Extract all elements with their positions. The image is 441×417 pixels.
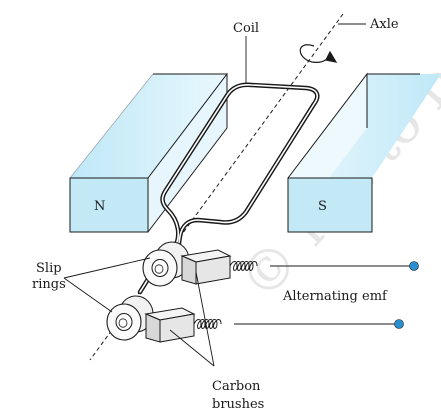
- lower-spring: [193, 319, 222, 329]
- carbon-label-line2: brushes: [212, 397, 264, 412]
- axle-label: Axle: [369, 17, 399, 32]
- upper-carbon-brush: [180, 249, 232, 285]
- upper-spring: [229, 261, 258, 271]
- north-magnet: N: [69, 72, 228, 233]
- rotation-arrow: [299, 44, 338, 63]
- alternating-emf-label: Alternating emf: [282, 289, 388, 304]
- upper-slip-ring: [142, 241, 190, 287]
- south-magnet: S: [287, 72, 441, 233]
- coil-label: Coil: [233, 21, 259, 36]
- lower-carbon-brush: [144, 307, 196, 343]
- leader-lines: [63, 23, 366, 367]
- south-pole-label: S: [318, 199, 327, 214]
- slip-label-line2: rings: [32, 277, 66, 292]
- north-pole-label: N: [94, 199, 105, 214]
- lower-slip-ring: [106, 295, 154, 341]
- lower-terminal: [394, 319, 404, 329]
- slip-label-line1: Slip: [36, 261, 62, 276]
- upper-terminal: [409, 261, 419, 271]
- carbon-label-line1: Carbon: [212, 379, 261, 394]
